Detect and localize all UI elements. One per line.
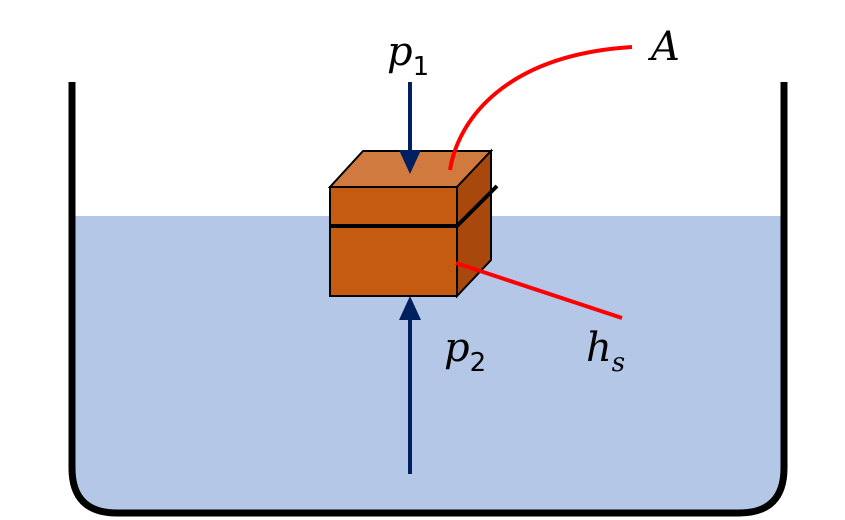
water xyxy=(72,216,784,513)
label-p1: p1 xyxy=(387,29,429,80)
container-outline xyxy=(68,82,788,517)
label-p2-symbol: p xyxy=(444,325,470,371)
label-height: hs xyxy=(586,325,625,376)
label-p1-symbol: p xyxy=(387,29,413,75)
block-front-face xyxy=(329,186,458,297)
waterline-side xyxy=(455,184,499,228)
label-area-symbol: A xyxy=(651,24,680,70)
leader-line-height xyxy=(455,261,623,320)
label-height-symbol: h xyxy=(586,325,612,371)
arrow-p2-head xyxy=(399,296,421,320)
label-p2: p2 xyxy=(444,325,486,376)
label-p1-subscript: 1 xyxy=(412,52,430,82)
leader-line-area xyxy=(448,45,633,171)
label-height-subscript: s xyxy=(611,348,626,378)
label-area: A xyxy=(651,27,680,67)
label-p2-subscript: 2 xyxy=(469,348,487,378)
arrow-p1-head xyxy=(399,150,421,174)
